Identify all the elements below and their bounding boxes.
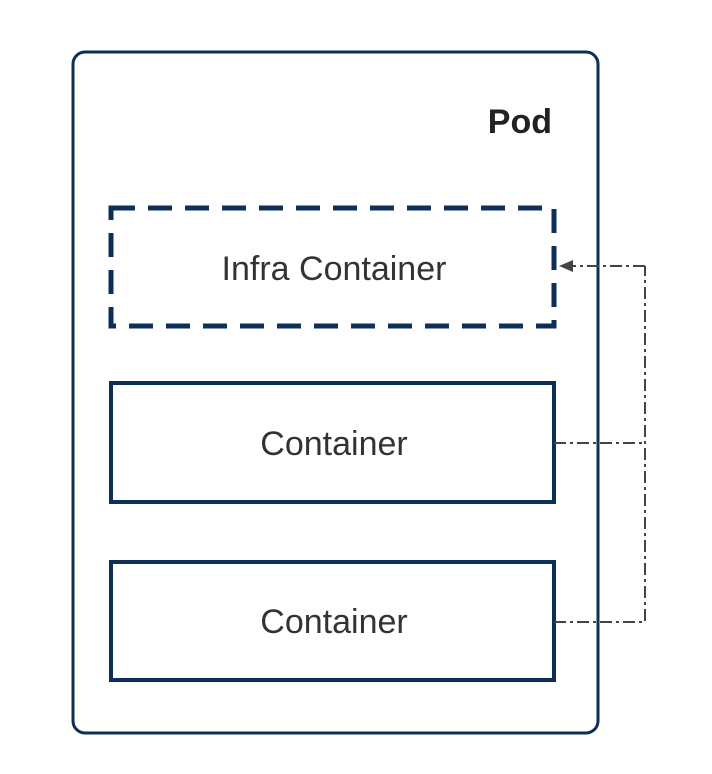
container-box-2: [109, 560, 556, 682]
infra-container-box: [108, 205, 557, 329]
container-label-2: Container: [260, 603, 407, 641]
container-label-1: Container: [260, 425, 407, 463]
infra-container-label: Infra Container: [222, 250, 447, 288]
pod-label: Pod: [488, 103, 552, 141]
connector-container-2: [554, 266, 646, 623]
